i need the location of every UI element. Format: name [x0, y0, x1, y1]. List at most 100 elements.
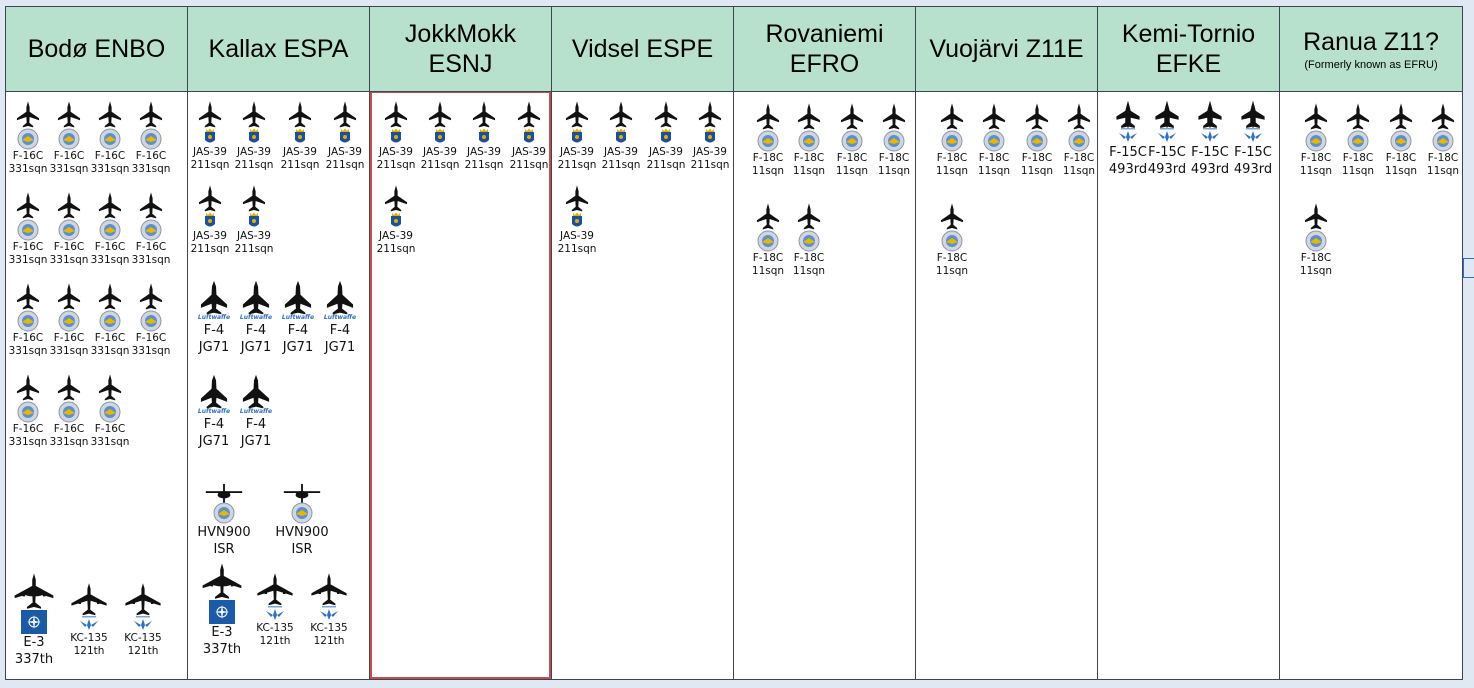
base-header[interactable]: Vuojärvi Z11E — [916, 7, 1097, 92]
aircraft-unit-label: 211sqn — [690, 159, 730, 171]
finnish-squadron-badge-icon-wrap — [787, 230, 831, 252]
swedish-crest-icon-wrap — [278, 128, 322, 146]
base-header[interactable]: Ranua Z11? (Formerly known as EFRU) — [1280, 7, 1462, 92]
base-subtitle: (Formerly known as EFRU) — [1304, 58, 1438, 71]
base-header[interactable]: Bodø ENBO — [6, 7, 187, 92]
usaf-wings-icon-wrap — [252, 606, 298, 622]
base-name: Vuojärvi Z11E — [929, 35, 1084, 63]
base-header[interactable]: Kemi-Tornio EFKE — [1098, 7, 1279, 92]
base-name: Bodø ENBO — [27, 35, 166, 63]
fighter-silhouette — [333, 101, 357, 128]
norway-squadron-badge-icon-wrap — [129, 219, 173, 241]
aircraft-type-label: JAS-39 — [693, 146, 727, 158]
aircraft-type-label: KC-135 — [70, 632, 108, 644]
phantom-silhouette — [242, 280, 270, 315]
aircraft-type-label: JAS-39 — [512, 146, 546, 158]
base-header[interactable]: Kallax ESPA — [188, 7, 369, 92]
aircraft-unit-label: 211sqn — [376, 159, 416, 171]
swedish-crest-icon — [572, 128, 582, 143]
finnish-squadron-badge-icon-wrap — [930, 230, 974, 252]
aircraft-unit-label: 11sqn — [792, 265, 826, 277]
aircraft-type-label: F-16C — [12, 150, 44, 162]
aircraft-type-label: F-16C — [53, 332, 85, 344]
aircraft-unit-label: 211sqn — [464, 159, 504, 171]
squadron-badge-icon — [213, 502, 235, 524]
norway-squadron-badge-icon — [58, 128, 80, 150]
fighter-silhouette — [16, 374, 40, 401]
base-header[interactable]: JokkMokk ESNJ — [370, 7, 551, 92]
base-header[interactable]: Rovaniemi EFRO — [734, 7, 915, 92]
finnish-squadron-badge-icon-wrap — [1421, 130, 1465, 152]
aircraft-unit-label: JG71 — [240, 340, 272, 355]
base-header[interactable]: Vidsel ESPE — [552, 7, 733, 92]
aircraft-type-label: F-16C — [53, 423, 85, 435]
